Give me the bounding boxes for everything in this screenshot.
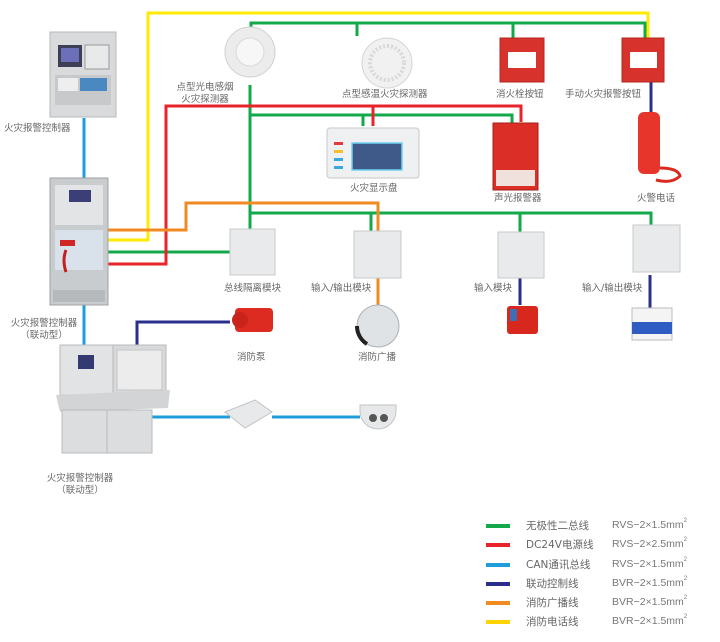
legend-spec: BVR−2×1.5mm2 bbox=[612, 575, 688, 589]
legend-swatch-green bbox=[486, 524, 510, 528]
legend: 无极性二总线 RVS−2×1.5mm2 DC24V电源线 RVS−2×2.5mm… bbox=[486, 518, 716, 634]
legend-name: 消防电话线 bbox=[526, 616, 579, 629]
input-module bbox=[497, 231, 545, 279]
dome-camera bbox=[359, 404, 397, 430]
legend-name: CAN通讯总线 bbox=[526, 558, 591, 571]
label-hydrant-button: 消火栓按钮 bbox=[496, 89, 544, 100]
legend-spec: BVR−2×1.5mm2 bbox=[612, 614, 688, 628]
label-fire-broadcast: 消防广播 bbox=[358, 352, 397, 363]
wire-power bbox=[108, 104, 523, 266]
legend-name: 无极性二总线 bbox=[526, 520, 589, 532]
label-smoke-detector-line1: 点型光电感烟 bbox=[176, 82, 234, 93]
legend-swatch-yellow bbox=[486, 620, 510, 625]
legend-swatch-navy bbox=[486, 581, 510, 586]
label-cabinet-panel: 火灾报警控制器 （联动型） bbox=[4, 318, 84, 342]
legend-swatch-orange bbox=[486, 601, 510, 606]
legend-spec: BVR−2×1.5mm2 bbox=[612, 595, 688, 609]
manual-alarm-button bbox=[621, 37, 665, 83]
wire-bus-mid bbox=[250, 113, 514, 125]
console-fire-alarm-panel bbox=[56, 344, 170, 454]
legend-spec: RVS−2×2.5mm2 bbox=[612, 537, 687, 551]
label-cabinet-panel-line1: 火灾报警控制器 bbox=[10, 318, 78, 329]
cabinet-fire-alarm-panel bbox=[49, 177, 109, 306]
network-router bbox=[224, 399, 273, 429]
legend-spec: RVS−2×1.5mm2 bbox=[612, 518, 687, 531]
label-display-panel: 火灾显示盘 bbox=[350, 183, 398, 194]
label-heat-detector: 点型感温火灾探测器 bbox=[342, 89, 428, 100]
wire-broadcast bbox=[108, 201, 380, 232]
circuit-breaker bbox=[631, 307, 673, 341]
legend-item: CAN通讯总线 RVS−2×1.5mm2 bbox=[486, 557, 716, 576]
wire-control-pump bbox=[135, 320, 230, 345]
heat-detector bbox=[361, 37, 413, 89]
wire-bus-modules bbox=[250, 211, 653, 225]
label-input-module: 输入模块 bbox=[474, 283, 513, 294]
damper-actuator bbox=[507, 306, 538, 334]
hydrant-button bbox=[499, 37, 545, 83]
label-fire-phone: 火警电话 bbox=[637, 193, 676, 204]
label-cabinet-panel-line2: （联动型） bbox=[20, 330, 68, 341]
label-console-panel-line2: （联动型） bbox=[56, 485, 104, 496]
wall-fire-alarm-panel bbox=[49, 31, 117, 118]
smoke-detector bbox=[224, 26, 276, 78]
legend-swatch-blue bbox=[486, 562, 510, 567]
legend-item: 无极性二总线 RVS−2×1.5mm2 bbox=[486, 518, 716, 537]
legend-name: 消防广播线 bbox=[526, 597, 579, 610]
legend-item: 消防广播线 BVR−2×1.5mm2 bbox=[486, 595, 716, 614]
label-sounder-strobe: 声光报警器 bbox=[494, 193, 542, 204]
label-fire-pump: 消防泵 bbox=[237, 352, 266, 363]
legend-item: 联动控制线 BVR−2×1.5mm2 bbox=[486, 576, 716, 595]
label-console-panel: 火灾报警控制器 （联动型） bbox=[40, 473, 120, 497]
isolator-module bbox=[229, 228, 276, 276]
label-io-module-2: 输入/输出模块 bbox=[582, 283, 643, 294]
io-module-2 bbox=[632, 224, 681, 273]
legend-spec: RVS−2×1.5mm2 bbox=[612, 556, 687, 570]
label-console-panel-line1: 火灾报警控制器 bbox=[46, 473, 114, 484]
sounder-strobe bbox=[492, 122, 539, 191]
label-io-module-1: 输入/输出模块 bbox=[311, 283, 372, 294]
wire-bus-top bbox=[249, 21, 515, 40]
legend-swatch-red bbox=[486, 543, 510, 548]
fire-broadcast-speaker bbox=[354, 304, 400, 348]
label-isolator-module: 总线隔离模块 bbox=[224, 283, 282, 294]
label-manual-alarm-button: 手动火灾报警按钮 bbox=[565, 89, 642, 100]
legend-name: 联动控制线 bbox=[526, 577, 579, 590]
label-smoke-detector: 点型光电感烟 火灾探测器 bbox=[170, 82, 240, 106]
io-module-1 bbox=[353, 230, 402, 279]
legend-name: DC24V电源线 bbox=[526, 539, 594, 552]
fire-display-panel bbox=[326, 127, 420, 179]
label-wall-panel: 火灾报警控制器 bbox=[4, 123, 71, 134]
wire-phone bbox=[108, 11, 650, 242]
fire-pump bbox=[232, 308, 273, 332]
label-smoke-detector-line2: 火灾探测器 bbox=[181, 94, 229, 105]
legend-item: DC24V电源线 RVS−2×2.5mm2 bbox=[486, 537, 716, 556]
wire-bus-top3 bbox=[513, 21, 647, 40]
legend-item: 消防电话线 BVR−2×1.5mm2 bbox=[486, 614, 716, 633]
fire-phone bbox=[638, 112, 682, 183]
